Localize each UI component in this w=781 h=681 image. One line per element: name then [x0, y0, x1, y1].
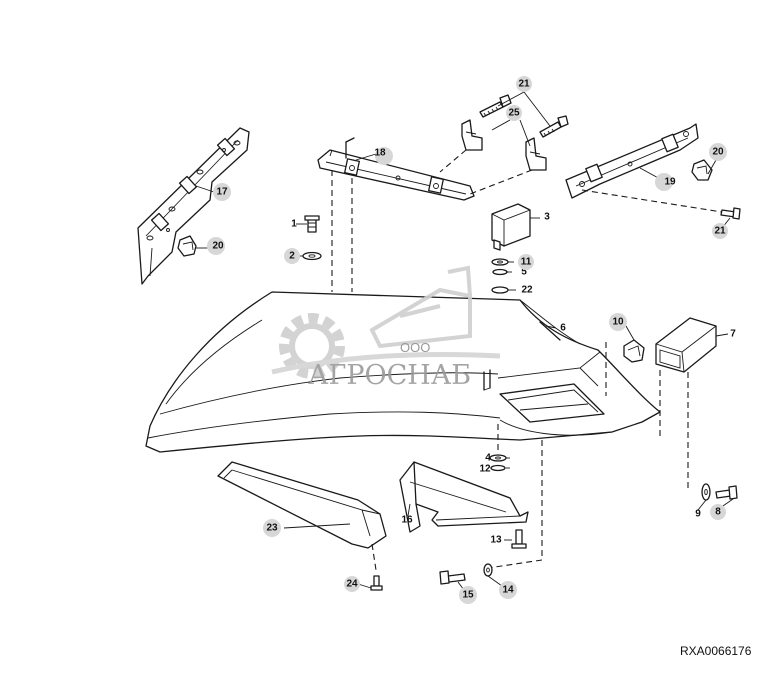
combine-harvester-icon [369, 265, 472, 349]
part-21-bolt-top-right [539, 115, 569, 138]
part-4-washer [489, 454, 507, 462]
part-22-washer [491, 286, 509, 294]
callout-2: 2 [284, 248, 300, 264]
callout-6: 6 [560, 323, 566, 334]
svg-text:2: 2 [289, 251, 295, 262]
callout-23: 23 [263, 519, 281, 537]
svg-text:9: 9 [695, 509, 701, 520]
watermark-logo: ООО АГРОСНАБ [271, 265, 501, 391]
callout-4: 4 [485, 453, 491, 464]
assembly-line [371, 543, 377, 571]
svg-text:7: 7 [730, 329, 736, 340]
part-8-bolt [715, 485, 738, 500]
callout-20-left: 20 [207, 237, 225, 255]
callout-18: 18 [374, 147, 393, 165]
part-9-washer [701, 483, 711, 501]
svg-text:5: 5 [521, 267, 527, 278]
callout-21-right: 21 [712, 223, 728, 239]
svg-text:23: 23 [266, 523, 278, 534]
part-24-screw [370, 575, 383, 591]
callout-22: 22 [521, 285, 533, 296]
svg-text:18: 18 [374, 148, 386, 159]
svg-text:13: 13 [490, 535, 502, 546]
part-6-hood [145, 291, 661, 453]
callout-15: 15 [459, 586, 477, 604]
svg-text:1: 1 [291, 219, 297, 230]
callout-13: 13 [490, 535, 502, 546]
part-19-right-bracket [565, 123, 699, 199]
svg-text:6: 6 [560, 323, 566, 334]
part-1-screw [304, 215, 320, 233]
svg-text:10: 10 [612, 317, 624, 328]
callout-20-right: 20 [709, 143, 727, 161]
callout-25: 25 [506, 105, 522, 121]
callout-24: 24 [344, 576, 360, 592]
callout-12: 12 [479, 464, 491, 475]
svg-text:8: 8 [715, 507, 721, 518]
watermark-name: АГРОСНАБ [308, 360, 471, 391]
part-13-screw [511, 529, 527, 549]
assembly-line [439, 149, 467, 173]
svg-text:20: 20 [712, 147, 724, 158]
part-15-bolt [439, 570, 466, 585]
assembly-line [469, 169, 533, 195]
svg-text:21: 21 [518, 79, 530, 90]
callout-17: 17 [213, 183, 231, 201]
part-18-center-bracket [317, 137, 475, 201]
callout-16: 16 [401, 515, 413, 526]
part-16-lower-bracket [399, 461, 529, 533]
svg-text:20: 20 [212, 241, 224, 252]
svg-text:14: 14 [502, 585, 514, 596]
part-7-light-housing [655, 317, 717, 373]
assembly-line [581, 189, 723, 213]
part-21-bolt-right [720, 207, 741, 220]
callout-1: 1 [291, 219, 297, 230]
callout-7: 7 [730, 329, 736, 340]
watermark-prefix: ООО [400, 340, 430, 355]
svg-text:19: 19 [664, 177, 676, 188]
svg-text:3: 3 [544, 212, 550, 223]
callout-11: 11 [518, 254, 534, 270]
callout-14: 14 [499, 581, 517, 599]
part-10-clip [623, 339, 645, 363]
part-17-bracket-strip [137, 127, 250, 285]
svg-text:21: 21 [714, 226, 726, 237]
part-20-clip-nut-right [691, 159, 713, 181]
callout-9: 9 [695, 509, 701, 520]
svg-text:17: 17 [216, 187, 228, 198]
callout-21-top: 21 [516, 76, 532, 92]
part-14-washer [483, 563, 493, 577]
svg-text:16: 16 [401, 515, 413, 526]
svg-text:24: 24 [346, 579, 358, 590]
svg-text:12: 12 [479, 464, 491, 475]
svg-text:25: 25 [508, 108, 520, 119]
svg-text:22: 22 [521, 285, 533, 296]
part-11-washer [491, 258, 509, 266]
callout-5: 5 [521, 267, 527, 278]
callout-8: 8 [710, 504, 726, 520]
part-21-bolt-top-left [479, 94, 512, 118]
assembly-line [487, 559, 543, 569]
part-5-nut [492, 268, 508, 276]
callout-10: 10 [609, 313, 627, 331]
part-12-washer [490, 464, 506, 472]
part-20-clip-nut-left [177, 235, 197, 257]
callout-19: 19 [655, 173, 676, 191]
part-25-bracket-right [525, 137, 547, 171]
svg-text:11: 11 [521, 257, 532, 268]
svg-text:15: 15 [462, 590, 474, 601]
part-23-lower-strip [217, 461, 387, 549]
callout-3: 3 [544, 212, 550, 223]
part-3-small-box [491, 203, 531, 251]
svg-text:4: 4 [485, 453, 491, 464]
drawing-code: RXA0066176 [680, 644, 752, 658]
part-2-washer [302, 251, 322, 261]
part-25-bracket-left [461, 119, 483, 151]
